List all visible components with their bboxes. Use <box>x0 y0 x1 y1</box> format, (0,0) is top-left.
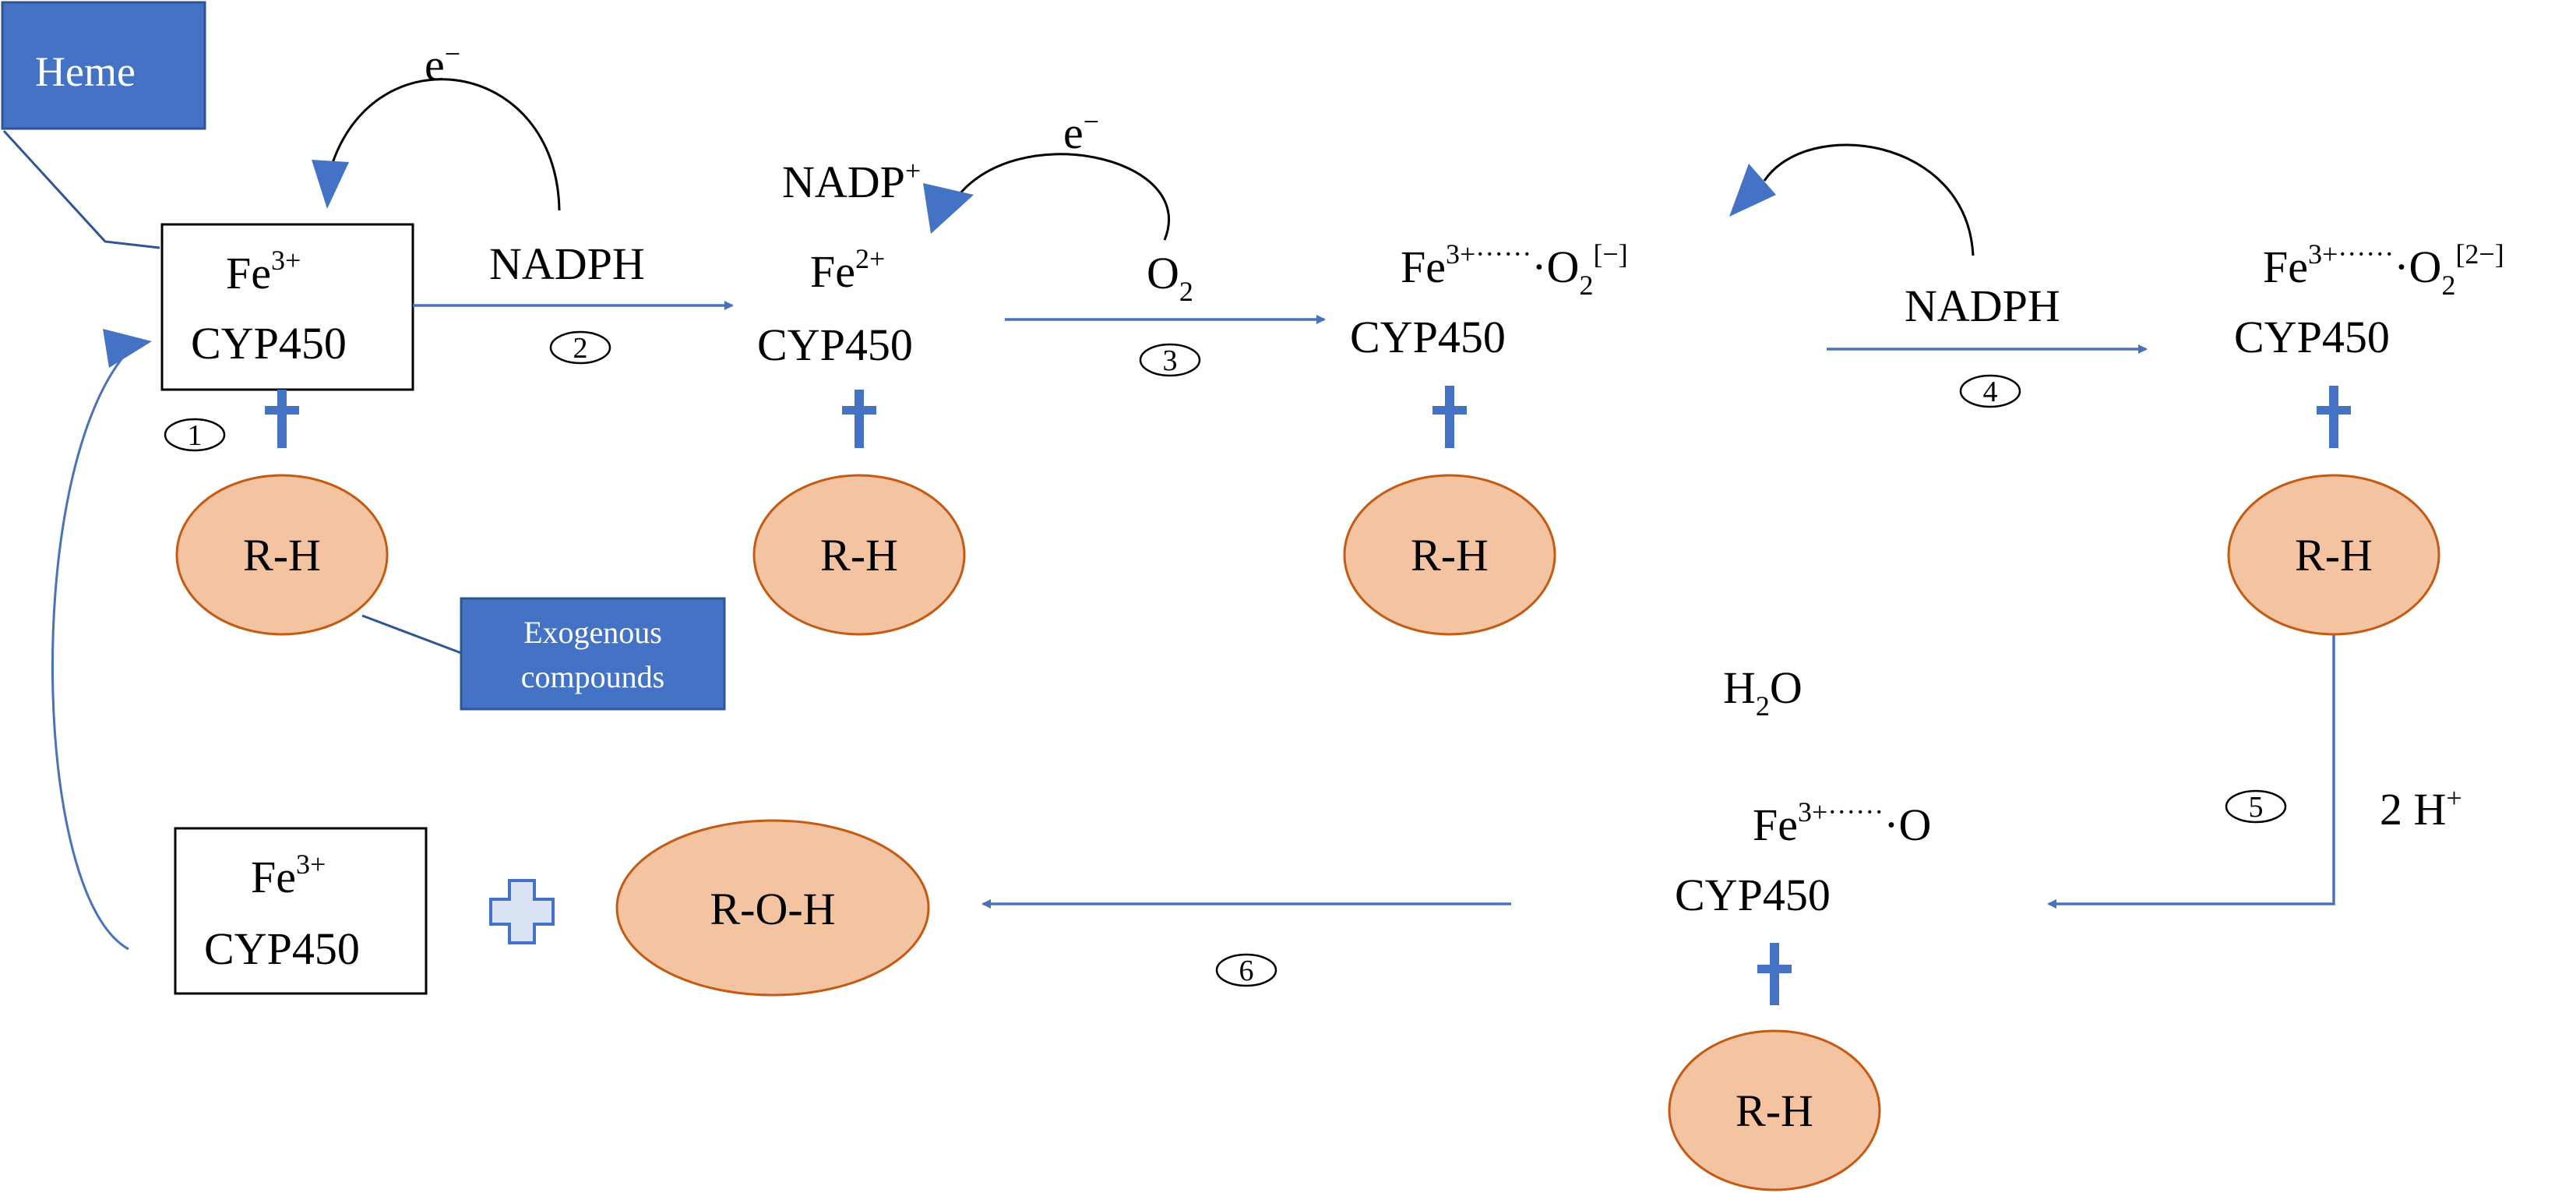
electron-transfer-arc-2 <box>953 153 1171 241</box>
enzyme-label: CYP450 <box>204 923 360 974</box>
exogenous-label-line2: compounds <box>521 659 664 694</box>
state-3-superoxo-cyp450: Fe3+·······O2[−] CYP450 <box>1350 238 1628 362</box>
svg-text:Fe3+·······O2[2−]: Fe3+·······O2[2−] <box>2263 238 2504 301</box>
svg-text:R-H: R-H <box>1411 530 1489 581</box>
substrate-rh-3: R-H <box>1343 474 1556 636</box>
step-3-badge: 3 <box>1139 343 1201 377</box>
two-protons-label: 2 H+ <box>2380 782 2462 835</box>
ion-label: Fe <box>226 248 271 298</box>
svg-text:3: 3 <box>1163 344 1178 377</box>
svg-text:6: 6 <box>1239 955 1254 987</box>
svg-text:R-O-H: R-O-H <box>710 884 835 934</box>
electron-label-1: e− <box>425 38 460 90</box>
step-4-badge: 4 <box>1959 374 2021 408</box>
nadph-label-2: NADPH <box>1905 281 2060 331</box>
svg-text:R-H: R-H <box>243 530 321 581</box>
step-6-badge: 6 <box>1215 953 1277 987</box>
step-5-arrow <box>2047 635 2335 909</box>
enzyme-label: CYP450 <box>191 318 347 369</box>
binding-connector-4 <box>2317 386 2351 448</box>
substrate-rh-4: R-H <box>2227 474 2440 636</box>
svg-text:4: 4 <box>1983 376 1998 408</box>
electron-arrowhead-1 <box>312 160 349 209</box>
svg-text:5: 5 <box>2249 791 2264 824</box>
svg-text:Fe3+·······O: Fe3+·······O <box>1753 796 1931 850</box>
regeneration-arrow <box>51 349 130 951</box>
binding-connector-3 <box>1432 386 1467 448</box>
nadph-label-1: NADPH <box>489 238 645 289</box>
substrate-rh-1: R-H <box>175 474 389 636</box>
binding-connector-5 <box>1757 943 1792 1005</box>
step-2-badge: 2 <box>549 330 611 365</box>
svg-text:1: 1 <box>188 419 203 452</box>
electron-transfer-arc-1 <box>329 78 561 211</box>
svg-text:Fe2+: Fe2+ <box>810 243 885 297</box>
svg-text:R-H: R-H <box>1736 1085 1813 1136</box>
enzyme-label: CYP450 <box>2234 312 2390 362</box>
heme-label: Heme <box>35 48 136 95</box>
svg-text:2: 2 <box>573 332 588 365</box>
svg-text:Fe3+·······O2[−]: Fe3+·······O2[−] <box>1401 238 1628 301</box>
nadp-plus-label: NADP+ <box>782 155 921 207</box>
state-4-peroxo-cyp450: Fe3+·······O2[2−] CYP450 <box>2234 238 2504 362</box>
exogenous-compounds-callout: Exogenous compounds <box>361 597 726 711</box>
ion-label: Fe <box>1753 799 1798 850</box>
svg-text:R-H: R-H <box>820 530 898 581</box>
ion-label: Fe <box>1401 242 1446 292</box>
svg-text:R-H: R-H <box>2295 530 2373 581</box>
o2-label: O2 <box>1147 248 1193 307</box>
water-label: H2O <box>1723 662 1802 722</box>
svg-text:Fe3+: Fe3+ <box>226 245 301 298</box>
heme-callout: Heme <box>1 1 206 249</box>
enzyme-label: CYP450 <box>757 319 913 370</box>
regeneration-arrowhead <box>103 329 152 368</box>
electron-arrowhead-2 <box>923 183 974 234</box>
electron-transfer-arc-3 <box>1763 143 1975 256</box>
state-1-ferric-cyp450: Fe3+ CYP450 <box>160 223 414 391</box>
state-5-oxo-cyp450: Fe3+·······O CYP450 <box>1675 796 1931 920</box>
substrate-rh-5: R-H <box>1668 1029 1881 1191</box>
binding-connector-1 <box>265 390 299 448</box>
step-1-badge: 1 <box>164 418 226 452</box>
exogenous-label-line1: Exogenous <box>523 615 662 650</box>
electron-label-2: e− <box>1063 106 1099 158</box>
enzyme-label: CYP450 <box>1350 312 1506 362</box>
ion-label: Fe <box>251 852 296 902</box>
state-6-ferric-cyp450: Fe3+ CYP450 <box>174 827 428 995</box>
product-roh: R-O-H <box>615 819 930 997</box>
state-2-ferrous-cyp450: Fe2+ CYP450 <box>757 243 913 370</box>
substrate-rh-2: R-H <box>752 474 966 636</box>
electron-arrowhead-3 <box>1729 164 1776 217</box>
ion-label: Fe <box>2263 242 2308 292</box>
binding-connector-2 <box>842 390 876 448</box>
plus-icon <box>489 879 555 944</box>
step-5-badge: 5 <box>2225 789 2287 824</box>
svg-text:Fe3+: Fe3+ <box>251 849 326 902</box>
enzyme-label: CYP450 <box>1675 870 1831 920</box>
ion-label: Fe <box>810 246 855 297</box>
